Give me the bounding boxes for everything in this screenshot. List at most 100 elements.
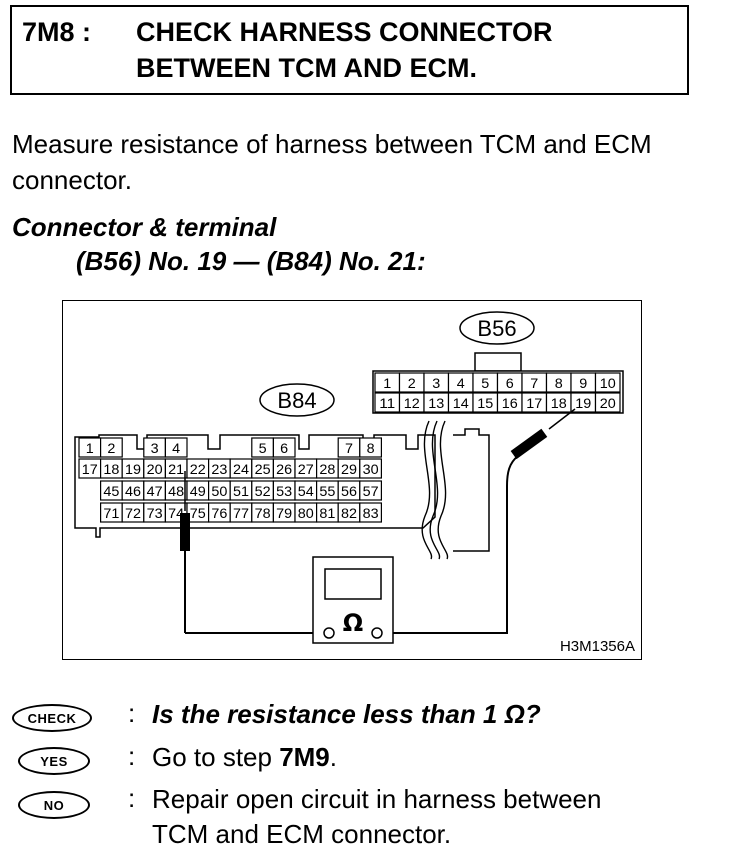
- b56-pin-10-cell: [594, 372, 621, 393]
- b84-pin-76: 76: [211, 505, 227, 521]
- b56-pin-7: 7: [530, 375, 538, 391]
- probe-left: [180, 471, 328, 634]
- ohm-symbol: Ω: [343, 609, 363, 637]
- step-title-line-2: BETWEEN TCM AND ECM.: [136, 53, 477, 83]
- b56-pin-20: 20: [600, 395, 616, 411]
- b84-pin-75: 75: [190, 505, 206, 521]
- b84-pin-27: 27: [298, 461, 314, 477]
- b84-pin-80: 80: [298, 505, 314, 521]
- check-colon: :: [128, 698, 136, 728]
- b84-pin-19: 19: [125, 461, 141, 477]
- b84-pin-81: 81: [319, 505, 335, 521]
- b84-pin-51: 51: [233, 483, 249, 499]
- b84-pin-72: 72: [125, 505, 141, 521]
- b84-pin-24: 24: [233, 461, 249, 477]
- check-badge: CHECK: [12, 704, 92, 732]
- b84-pin-18: 18: [103, 461, 119, 477]
- b84-pin-30-cell: [359, 458, 382, 479]
- harness-break-lines: [421, 420, 449, 560]
- b84-pin-21: 21: [168, 461, 184, 477]
- b84-pin-53: 53: [276, 483, 292, 499]
- b84-pin-4: 4: [172, 440, 180, 456]
- b84-pin-48: 48: [168, 483, 184, 499]
- b84-pin-20: 20: [147, 461, 163, 477]
- b84-pin-23: 23: [211, 461, 227, 477]
- step-header-box: 7M8 : CHECK HARNESS CONNECTOR BETWEEN TC…: [10, 5, 689, 95]
- b56-pin-9: 9: [579, 375, 587, 391]
- no-instruction-line-2: TCM and ECM connector.: [152, 819, 452, 849]
- b84-pin-3: 3: [151, 440, 159, 456]
- b84-pin-6: 6: [280, 440, 288, 456]
- yes-badge: YES: [18, 747, 90, 775]
- b56-pin-17: 17: [526, 395, 542, 411]
- b84-pin-82: 82: [341, 505, 357, 521]
- b56-pin-16: 16: [502, 395, 518, 411]
- b84-pin-46: 46: [125, 483, 141, 499]
- b56-pin-2: 2: [408, 375, 416, 391]
- b84-pin-77: 77: [233, 505, 249, 521]
- b84-housing-right-end: [453, 428, 490, 552]
- b84-pin-57: 57: [363, 483, 379, 499]
- step-title-line-1: CHECK HARNESS CONNECTOR: [136, 17, 553, 47]
- b56-label-bubble: [459, 311, 535, 345]
- b84-label-bubble: [259, 383, 335, 417]
- b84-pin-4-cell: [164, 437, 188, 458]
- no-instruction-line-1: Repair open circuit in harness between: [152, 784, 602, 814]
- b84-pin-1: 1: [86, 440, 94, 456]
- b84-pin-8: 8: [367, 440, 375, 456]
- b84-label: B84: [277, 388, 316, 413]
- figure-code: H3M1356A: [560, 638, 635, 655]
- b84-pin-5: 5: [259, 440, 267, 456]
- b84-pin-2-cell: [99, 437, 123, 458]
- b84-pin-26: 26: [276, 461, 292, 477]
- b56-pin-6: 6: [506, 375, 514, 391]
- probe-right: [388, 408, 576, 634]
- b84-pin-8-cell: [359, 437, 382, 458]
- ohmmeter-terminal-right: [371, 627, 383, 639]
- b56-pin-13: 13: [428, 395, 444, 411]
- b56-pin-15: 15: [477, 395, 493, 411]
- b56-pin-10: 10: [600, 375, 616, 391]
- b56-latch: [474, 352, 522, 372]
- step-id: 7M8 :: [22, 17, 92, 47]
- b56-pin-14: 14: [453, 395, 469, 411]
- b84-pin-50: 50: [211, 483, 227, 499]
- b84-pin-29: 29: [341, 461, 357, 477]
- b56-pin-12: 12: [404, 395, 420, 411]
- b84-pin-71: 71: [103, 505, 119, 521]
- b56-pin-4: 4: [457, 375, 465, 391]
- b84-pin-73: 73: [147, 505, 163, 521]
- b84-pin-25: 25: [255, 461, 271, 477]
- b84-pin-56: 56: [341, 483, 357, 499]
- b56-pin-19: 19: [575, 395, 591, 411]
- ohmmeter: Ω: [312, 556, 394, 644]
- b84-pin-45: 45: [103, 483, 119, 499]
- yes-text-suffix: .: [329, 742, 337, 772]
- b56-pin-20-cell: [594, 392, 621, 413]
- b56-pin-3: 3: [432, 375, 440, 391]
- b84-pin-28: 28: [319, 461, 335, 477]
- b84-pin-49: 49: [190, 483, 206, 499]
- b84-pin-83: 83: [363, 505, 379, 521]
- no-badge: NO: [18, 791, 90, 819]
- b56-pin-8: 8: [555, 375, 563, 391]
- b84-pin-79: 79: [276, 505, 292, 521]
- yes-step-link: 7M9: [279, 742, 330, 772]
- ohmmeter-display: [324, 568, 382, 600]
- b84-pin-47: 47: [147, 483, 163, 499]
- b84-pin-22: 22: [190, 461, 206, 477]
- b84-pin-17: 17: [82, 461, 98, 477]
- b84-pin-7: 7: [345, 440, 353, 456]
- b56-pin-11: 11: [379, 395, 395, 411]
- b56-pin-18: 18: [551, 395, 567, 411]
- b84-pin-57-cell: [359, 480, 382, 501]
- yes-instruction: Go to step 7M9.: [152, 740, 337, 774]
- b84-pin-2: 2: [107, 440, 115, 456]
- b56-pin-5: 5: [481, 375, 489, 391]
- b84-pin-78: 78: [255, 505, 271, 521]
- ohmmeter-terminal-left: [323, 627, 335, 639]
